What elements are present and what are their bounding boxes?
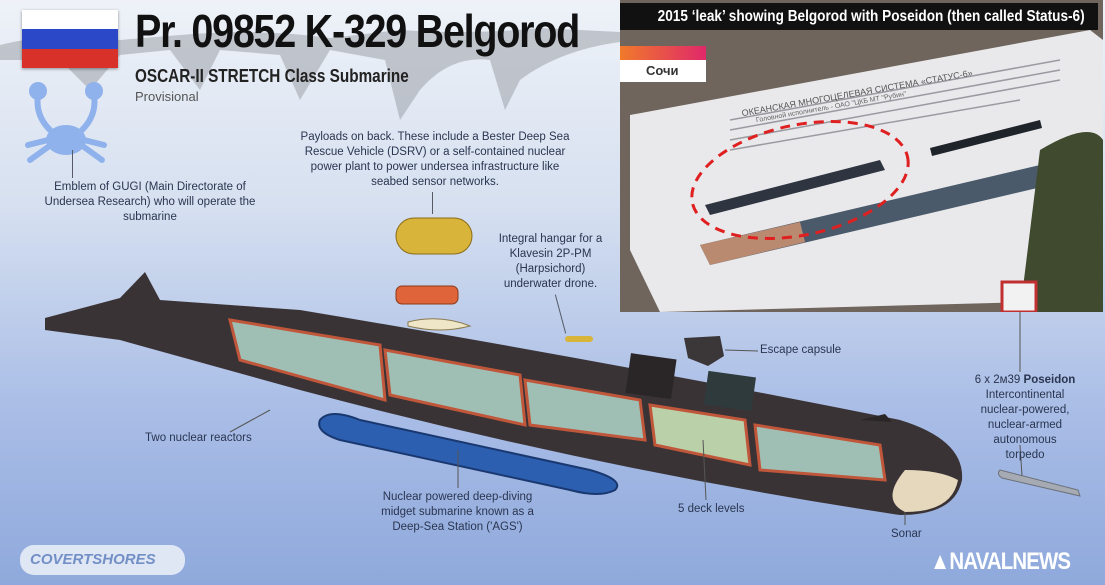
navalnews-ship-icon: ▲ [930, 548, 950, 575]
klavesin-drone [407, 318, 472, 331]
gugi-crab-emblem-icon [25, 82, 107, 163]
page-title: Pr. 09852 K-329 Belgorod [135, 5, 580, 57]
covertshores-logo: COVERTSHORES [20, 545, 185, 575]
poseidon-callout: 6 x 2м39 Poseidon Intercontinental nucle… [950, 373, 1100, 463]
navalnews-logo: ▲NAVALNEWS [930, 548, 1071, 575]
leaked-document-image [620, 0, 1103, 312]
leak-photo-panel: Сочи ОКЕАНСКАЯ МНОГОЦЕЛЕВАЯ СИСТЕМА «СТА… [620, 0, 1103, 312]
interior-compartments [227, 318, 887, 482]
payloads-callout: Payloads on back. These include a Bester… [300, 131, 570, 188]
poseidon-count: 6 x 2м39 [974, 374, 1024, 386]
escape-capsule-callout: Escape capsule [760, 344, 842, 356]
payload-illustrations [395, 217, 593, 342]
escape-capsule [684, 336, 724, 366]
deck-levels-callout: 5 deck levels [678, 503, 745, 515]
status-label: Provisional [135, 89, 199, 104]
dsrv-rescue-vehicle [395, 285, 459, 305]
reactors-callout: Two nuclear reactors [145, 432, 252, 444]
sonar-callout: Sonar [891, 528, 922, 540]
tv-channel-logo [620, 46, 706, 60]
hangar-drone-small [565, 336, 593, 342]
hangar-callout: Integral hangar for a Klavesin 2P-PM (Ha… [498, 233, 603, 290]
poseidon-name: Poseidon [1023, 374, 1076, 386]
nuclear-power-plant-module [395, 217, 473, 255]
emblem-callout: Emblem of GUGI (Main Directorate of Unde… [44, 181, 256, 223]
ags-callout: Nuclear powered deep-diving midget subma… [381, 491, 534, 533]
page-subtitle: OSCAR-II STRETCH Class Submarine [135, 66, 409, 86]
tv-location-tag: Сочи [620, 60, 706, 82]
poseidon-torpedo [997, 469, 1081, 497]
photo-caption: 2015 ‘leak’ showing Belgorod with Poseid… [620, 3, 1098, 30]
poseidon-description: Intercontinental nuclear-powered, nuclea… [980, 389, 1070, 461]
russian-flag [22, 10, 118, 68]
ags-midget-submarine [318, 413, 619, 495]
world-map-background [0, 28, 620, 120]
